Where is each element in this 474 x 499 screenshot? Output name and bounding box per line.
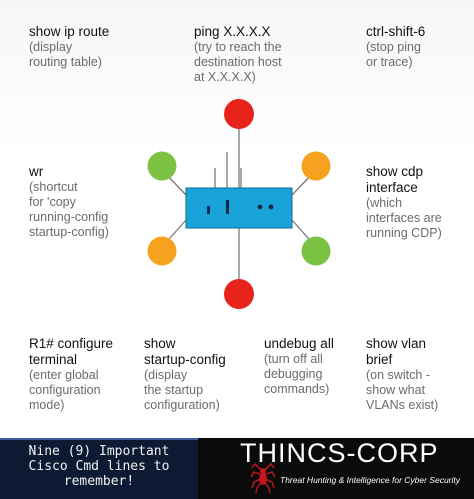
command-text: ctrl-shift-6 bbox=[366, 24, 426, 39]
router-led-2 bbox=[268, 204, 274, 210]
router-port-2 bbox=[226, 200, 229, 214]
command-text: show vlan brief bbox=[366, 336, 427, 367]
brand-logo-text: THINCS-CORP bbox=[240, 438, 439, 468]
command-text: undebug all bbox=[264, 336, 334, 351]
node-upper-left-green bbox=[147, 151, 177, 181]
label-show-cdp-interface: show cdp interface (which interfaces are… bbox=[366, 164, 442, 241]
command-description: (try to reach the destination host at X.… bbox=[194, 40, 282, 84]
command-text: show ip route bbox=[29, 24, 110, 39]
brand-tagline: Threat Hunting & Intelligence for Cyber … bbox=[280, 475, 461, 485]
brand-banner bbox=[198, 438, 474, 499]
node-lower-right-green bbox=[301, 236, 331, 266]
label-show-ip-route: show ip route (display routing table) bbox=[29, 24, 109, 70]
router-box bbox=[185, 187, 293, 229]
command-text: wr bbox=[29, 164, 44, 179]
command-description: (which interfaces are running CDP) bbox=[366, 196, 442, 240]
label-undebug-all: undebug all (turn off all debugging comm… bbox=[264, 336, 334, 397]
command-description: (shortcut for 'copy running-config start… bbox=[29, 180, 109, 239]
command-text: show startup-config bbox=[144, 336, 226, 367]
spider-logo-icon bbox=[250, 462, 276, 494]
command-text: ping X.X.X.X bbox=[194, 24, 271, 39]
label-wr: wr (shortcut for 'copy running-config st… bbox=[29, 164, 109, 240]
network-diagram bbox=[147, 99, 331, 309]
command-description: (display the startup configuration) bbox=[144, 368, 220, 412]
label-ctrl-shift-6: ctrl-shift-6 (stop ping or trace) bbox=[366, 24, 425, 70]
command-description: (display routing table) bbox=[29, 40, 102, 69]
command-description: (stop ping or trace) bbox=[366, 40, 421, 69]
router-port-1 bbox=[207, 206, 210, 214]
node-top-red bbox=[224, 99, 254, 129]
label-show-vlan-brief: show vlan brief (on switch - show what V… bbox=[366, 336, 438, 413]
node-bottom-red bbox=[224, 279, 254, 309]
node-upper-right-orange bbox=[301, 151, 331, 181]
command-text: show cdp interface bbox=[366, 164, 424, 195]
label-ping: ping X.X.X.X (try to reach the destinati… bbox=[194, 24, 282, 85]
label-configure-terminal: R1# configure terminal (enter global con… bbox=[29, 336, 113, 413]
router-led-1 bbox=[257, 204, 263, 210]
command-description: (on switch - show what VLANs exist) bbox=[366, 368, 439, 412]
caption-banner: Nine (9) Important Cisco Cmd lines to re… bbox=[0, 438, 198, 499]
node-lower-left-orange bbox=[147, 236, 177, 266]
command-description: (turn off all debugging commands) bbox=[264, 352, 330, 396]
command-text: R1# configure terminal bbox=[29, 336, 114, 367]
command-description: (enter global configuration mode) bbox=[29, 368, 101, 412]
label-show-startup-config: show startup-config (display the startup… bbox=[144, 336, 226, 413]
